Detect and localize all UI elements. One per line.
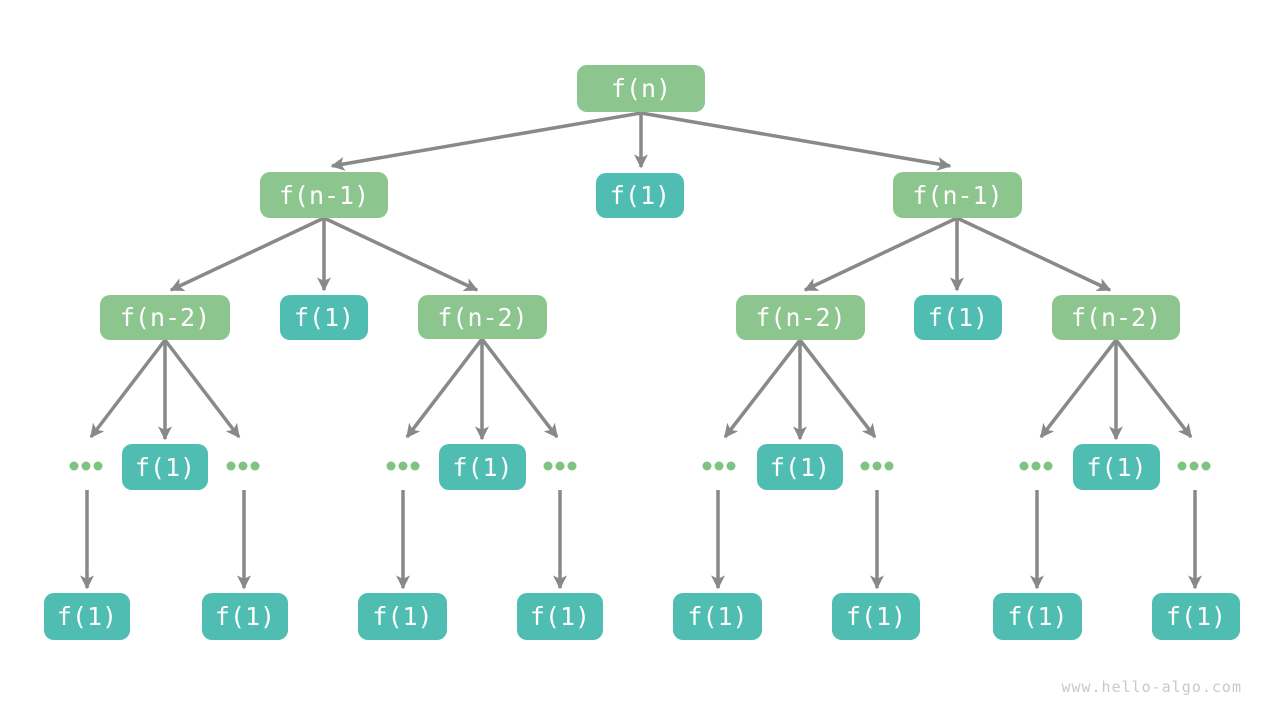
ellipsis-dot	[410, 461, 420, 471]
ellipsis-dot	[81, 461, 91, 471]
tree-edge-arrow	[640, 111, 952, 171]
tree-edge-arrow	[405, 337, 484, 439]
tree-node: f(1)	[202, 593, 288, 640]
tree-node: f(1)	[517, 593, 603, 640]
ellipsis-dots	[226, 461, 260, 471]
tree-node: f(n-2)	[418, 295, 547, 339]
ellipsis-dot	[543, 461, 553, 471]
tree-edge-arrow	[89, 338, 167, 439]
ellipsis-dot	[702, 461, 712, 471]
ellipsis-dot	[1043, 461, 1053, 471]
tree-node: f(n-2)	[736, 295, 865, 340]
tree-node: f(1)	[673, 593, 762, 640]
ellipsis-dots	[543, 461, 577, 471]
tree-node: f(1)	[280, 295, 368, 340]
tree-edge-arrow	[163, 338, 241, 439]
tree-node: f(1)	[914, 295, 1002, 340]
ellipsis-dots	[386, 461, 420, 471]
tree-node: f(1)	[1073, 444, 1160, 490]
ellipsis-dots	[1177, 461, 1211, 471]
tree-node: f(n-2)	[100, 295, 230, 340]
ellipsis-dot	[714, 461, 724, 471]
ellipsis-dots	[860, 461, 894, 471]
ellipsis-dot	[872, 461, 882, 471]
tree-edge-arrow	[956, 216, 1112, 292]
tree-node: f(1)	[358, 593, 447, 640]
ellipsis-dot	[398, 461, 408, 471]
ellipsis-dot	[1031, 461, 1041, 471]
ellipsis-dot	[726, 461, 736, 471]
ellipsis-dots	[69, 461, 103, 471]
tree-edge-arrow	[803, 216, 958, 292]
tree-node: f(n)	[577, 65, 705, 112]
tree-node: f(1)	[993, 593, 1082, 640]
ellipsis-dots	[1019, 461, 1053, 471]
ellipsis-dot	[238, 461, 248, 471]
tree-node: f(1)	[1152, 593, 1240, 640]
ellipsis-dot	[884, 461, 894, 471]
tree-node: f(1)	[44, 593, 130, 640]
tree-node: f(1)	[122, 444, 208, 490]
tree-edge-arrow	[1114, 338, 1193, 439]
ellipsis-dot	[93, 461, 103, 471]
tree-edge-arrow	[723, 338, 802, 439]
tree-edge-arrow	[323, 216, 479, 292]
ellipsis-dot	[860, 461, 870, 471]
ellipsis-dot	[1019, 461, 1029, 471]
tree-node: f(n-2)	[1052, 295, 1180, 340]
ellipsis-dot	[555, 461, 565, 471]
ellipsis-dot	[567, 461, 577, 471]
ellipsis-dot	[69, 461, 79, 471]
tree-node: f(1)	[439, 444, 526, 490]
ellipsis-dot	[250, 461, 260, 471]
tree-edge-arrow	[1039, 338, 1118, 439]
tree-node: f(1)	[757, 444, 843, 490]
tree-node: f(n-1)	[260, 172, 388, 218]
tree-node: f(1)	[832, 593, 920, 640]
watermark-text: www.hello-algo.com	[1061, 678, 1242, 696]
tree-node: f(1)	[596, 173, 684, 218]
tree-edge-arrow	[330, 111, 642, 171]
ellipsis-dot	[1201, 461, 1211, 471]
ellipsis-dot	[226, 461, 236, 471]
tree-edge-arrow	[480, 337, 559, 439]
ellipsis-dots	[702, 461, 736, 471]
ellipsis-dot	[1189, 461, 1199, 471]
ellipsis-dot	[386, 461, 396, 471]
tree-edge-arrow	[169, 216, 325, 292]
tree-node: f(n-1)	[893, 172, 1022, 218]
tree-edge-arrow	[798, 338, 877, 439]
ellipsis-dot	[1177, 461, 1187, 471]
